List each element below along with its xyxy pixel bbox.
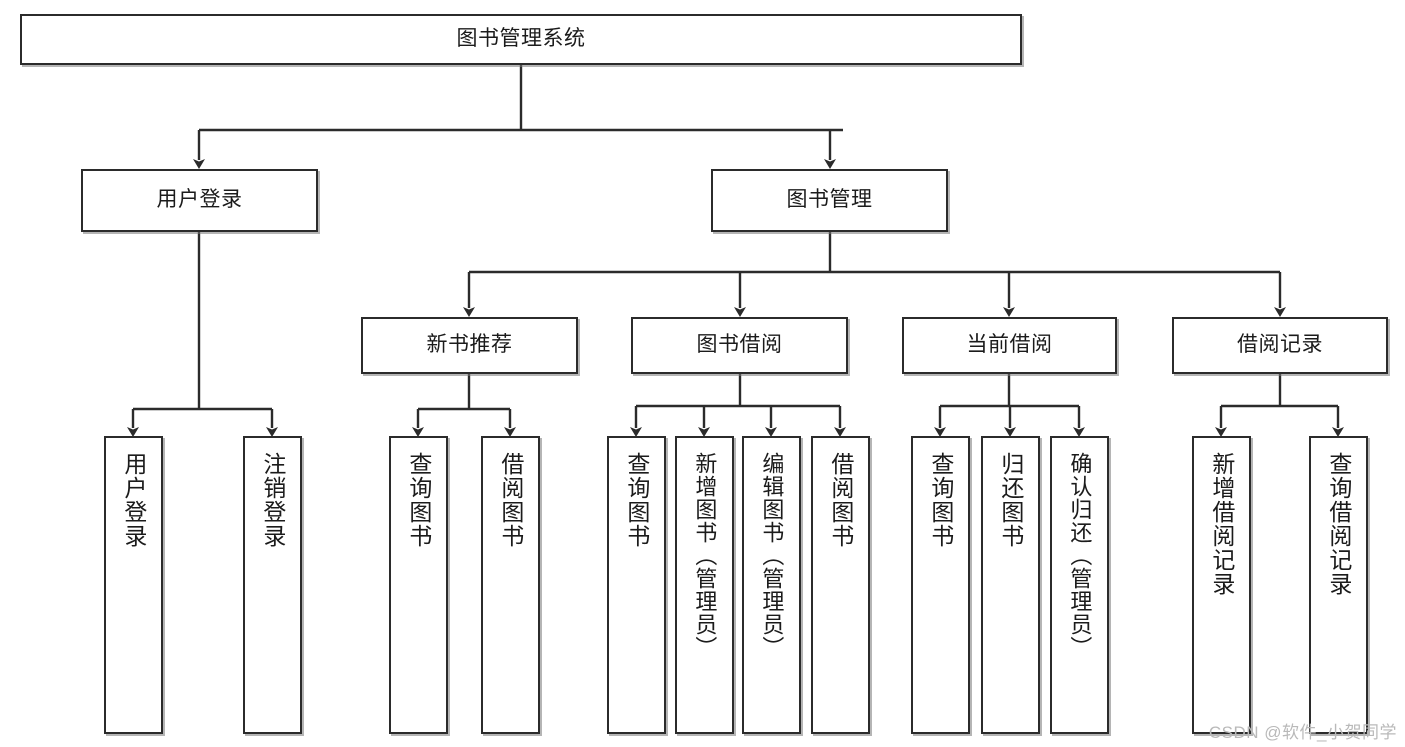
node-borrow-record-label: 借阅记录 — [1237, 333, 1323, 357]
node-leaf-edit-book-label: 编辑图书（管理员） — [759, 452, 785, 659]
node-leaf-confirm-return[interactable]: 确认归还（管理员） — [1050, 436, 1109, 734]
node-current-borrow-label: 当前借阅 — [966, 333, 1053, 357]
node-root-label: 图书管理系统 — [456, 27, 586, 51]
node-user-login-label: 用户登录 — [156, 188, 243, 212]
node-leaf-query-record-label: 查询借阅记录 — [1325, 452, 1352, 596]
node-book-manage-label: 图书管理 — [786, 188, 873, 212]
node-borrow-record[interactable]: 借阅记录 — [1172, 317, 1388, 374]
node-leaf-user-login-label: 用户登录 — [120, 452, 147, 548]
node-leaf-add-record-label: 新增借阅记录 — [1208, 452, 1235, 596]
node-root[interactable]: 图书管理系统 — [20, 14, 1022, 65]
node-leaf-query-book-2[interactable]: 查询图书 — [607, 436, 666, 734]
node-leaf-query-book-2-label: 查询图书 — [623, 452, 650, 548]
node-book-borrow[interactable]: 图书借阅 — [631, 317, 848, 374]
node-current-borrow[interactable]: 当前借阅 — [902, 317, 1117, 374]
node-leaf-query-book-3-label: 查询图书 — [927, 452, 954, 548]
node-new-book-recommend-label: 新书推荐 — [426, 333, 513, 357]
node-leaf-edit-book[interactable]: 编辑图书（管理员） — [742, 436, 801, 734]
node-new-book-recommend[interactable]: 新书推荐 — [361, 317, 578, 374]
node-leaf-add-book[interactable]: 新增图书（管理员） — [675, 436, 734, 734]
node-leaf-query-record[interactable]: 查询借阅记录 — [1309, 436, 1368, 734]
watermark: CSDN @软件_小贺同学 — [1208, 723, 1397, 742]
node-leaf-query-book-3[interactable]: 查询图书 — [911, 436, 970, 734]
node-leaf-query-book-1-label: 查询图书 — [405, 452, 432, 548]
node-leaf-confirm-return-label: 确认归还（管理员） — [1067, 452, 1093, 659]
node-leaf-query-book-1[interactable]: 查询图书 — [389, 436, 448, 734]
node-leaf-add-book-label: 新增图书（管理员） — [692, 452, 718, 659]
node-leaf-add-record[interactable]: 新增借阅记录 — [1192, 436, 1251, 734]
node-leaf-logout-label: 注销登录 — [259, 452, 286, 548]
node-leaf-borrow-book-2[interactable]: 借阅图书 — [811, 436, 870, 734]
node-leaf-borrow-book-1-label: 借阅图书 — [497, 452, 524, 548]
node-leaf-return-book[interactable]: 归还图书 — [981, 436, 1040, 734]
node-book-manage[interactable]: 图书管理 — [711, 169, 948, 232]
node-leaf-logout[interactable]: 注销登录 — [243, 436, 302, 734]
node-leaf-borrow-book-2-label: 借阅图书 — [827, 452, 854, 548]
node-user-login[interactable]: 用户登录 — [81, 169, 318, 232]
node-book-borrow-label: 图书借阅 — [696, 333, 783, 357]
node-leaf-user-login[interactable]: 用户登录 — [104, 436, 163, 734]
node-leaf-return-book-label: 归还图书 — [997, 452, 1024, 548]
node-leaf-borrow-book-1[interactable]: 借阅图书 — [481, 436, 540, 734]
